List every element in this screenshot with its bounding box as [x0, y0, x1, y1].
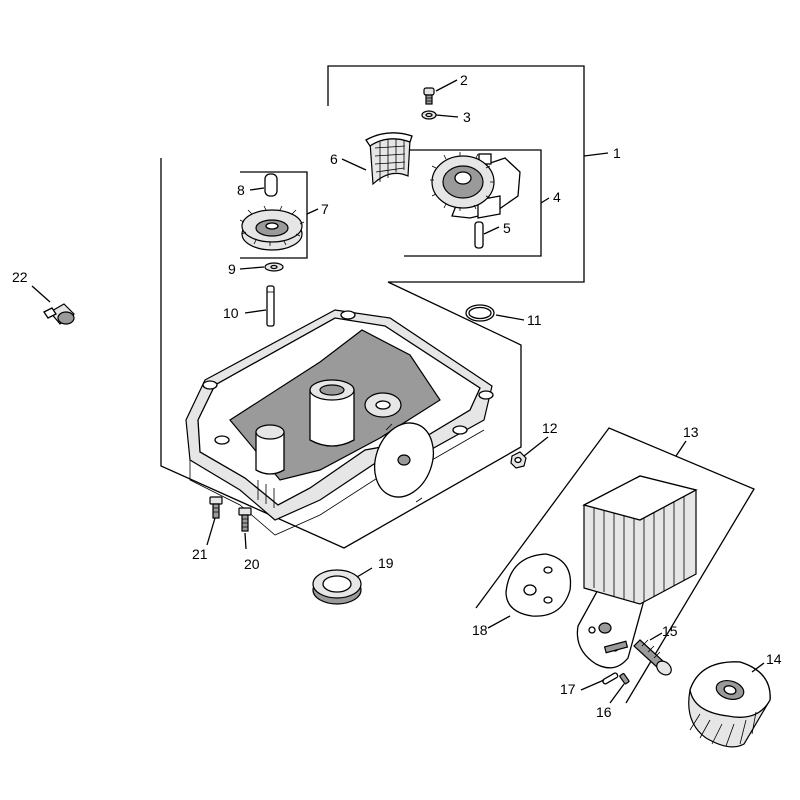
callout-9: 9	[228, 261, 236, 277]
screw-part-20	[238, 507, 252, 532]
oil-cooler-part-13	[576, 475, 698, 669]
callout-2: 2	[460, 72, 468, 88]
washer-part-3	[421, 110, 437, 120]
shaft-part-8	[264, 173, 278, 197]
callout-11: 11	[527, 312, 542, 328]
oil-pan-closure-plate	[185, 309, 494, 536]
oil-cooler-group-bracket	[475, 427, 755, 704]
oil-pump-group-bracket	[160, 65, 585, 549]
callout-22: 22	[12, 269, 28, 285]
leader-lines	[31, 79, 765, 704]
oil-screen-part-6	[365, 132, 413, 186]
callout-19: 19	[378, 555, 394, 571]
screw-part-2	[423, 87, 435, 105]
oil-pump-part-4	[430, 152, 521, 219]
screw-part-21	[209, 496, 223, 519]
callout-17: 17	[560, 681, 576, 697]
callout-14: 14	[766, 651, 782, 667]
callout-5: 5	[503, 220, 511, 236]
o-ring-part-11	[465, 304, 495, 322]
relief-valve-disc	[374, 422, 434, 503]
callout-8: 8	[237, 182, 245, 198]
callout-21: 21	[192, 546, 208, 562]
callout-16: 16	[596, 704, 612, 720]
gasket-part-18	[505, 553, 572, 617]
callout-13: 13	[683, 424, 699, 440]
callout-4: 4	[553, 189, 561, 205]
oil-filter-part-14	[688, 661, 771, 748]
pressure-switch-part-22	[43, 303, 75, 325]
washer-part-9	[264, 262, 284, 272]
callout-labels: 1 2 3 4 5 6 7 8 9 10 11 12 13 14 15 16 1…	[12, 72, 782, 720]
callout-3: 3	[463, 109, 471, 125]
callout-1: 1	[613, 145, 621, 161]
callout-7: 7	[321, 201, 329, 217]
pin-part-10	[266, 285, 275, 327]
spring-part-16	[619, 672, 630, 685]
pin-part-5	[474, 221, 484, 249]
callout-10: 10	[223, 305, 239, 321]
callout-20: 20	[244, 556, 260, 572]
callout-12: 12	[542, 420, 558, 436]
gear-bracket	[240, 171, 308, 259]
oil-seal-part-19	[312, 569, 362, 605]
callout-18: 18	[472, 622, 488, 638]
nut-part-12	[510, 451, 527, 469]
callout-15: 15	[662, 623, 678, 639]
fitting-part-15	[633, 639, 672, 676]
callout-6: 6	[330, 151, 338, 167]
gear-part-7	[239, 205, 305, 251]
pin-part-17	[602, 672, 619, 685]
